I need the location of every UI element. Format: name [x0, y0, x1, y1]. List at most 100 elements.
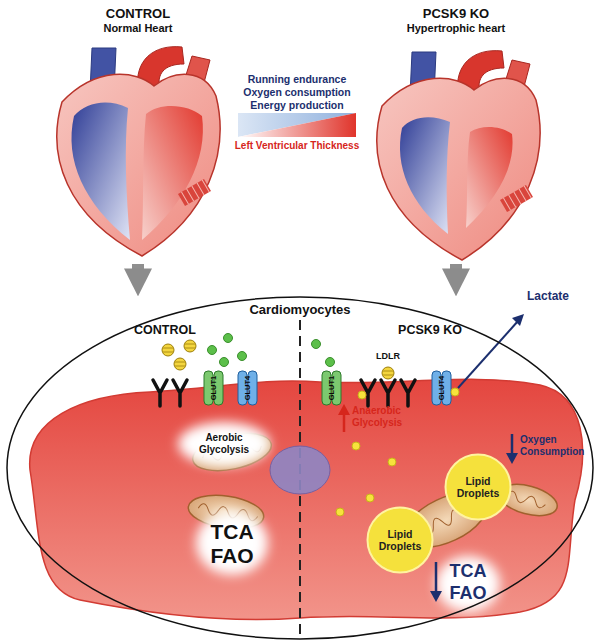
lactate-arrow [458, 321, 518, 388]
trend-arrow [506, 453, 518, 464]
ldl-particle [185, 344, 195, 348]
droplet-shape [368, 508, 433, 573]
normal-heart [142, 106, 203, 240]
hypertrophic-heart [400, 117, 450, 234]
hypertrophic-heart [503, 186, 531, 210]
pathway-label: Anaerobic Glycolysis [352, 405, 414, 429]
ldl-particle [174, 358, 186, 370]
transporter-label: GLUT1 [328, 376, 336, 401]
trend-arrow [338, 404, 350, 415]
cell-ellipse: CardiomyocytesLipid DropletsLipid Drople… [6, 296, 594, 640]
ldl-particle [162, 340, 394, 379]
glucose-dot [220, 358, 229, 367]
gradient-wedge [238, 113, 356, 137]
lipid-dot [388, 458, 396, 466]
lipid-droplet: Lipid Droplets [366, 506, 434, 574]
hypertrophic-heart [377, 51, 540, 260]
hypertrophic-heart [377, 78, 540, 260]
ldl-particle [162, 344, 174, 356]
glucose-dot [238, 352, 247, 361]
node-heading: CONTROL [40, 6, 236, 22]
node-heading: Cardiomyocytes [6, 302, 594, 318]
hypertrophic-heart [466, 127, 513, 228]
lipid-dot [352, 442, 360, 450]
ldl-particle [175, 362, 185, 366]
hypertrophic-heart [500, 185, 533, 212]
cardiomyocyte-cell [30, 379, 583, 619]
normal-heart [57, 47, 220, 256]
ldl-particle [184, 340, 196, 352]
transporter-symbol [204, 371, 451, 405]
receptor-symbol [153, 380, 167, 406]
ldl-particle [163, 348, 173, 352]
lipid-dot [358, 391, 366, 399]
glucose-dot [208, 334, 335, 367]
nucleus [270, 446, 330, 494]
glow [196, 511, 268, 575]
group-heading: PCSK9 KO [398, 323, 462, 338]
ldl-particle [184, 340, 196, 352]
ellipse-outline [6, 296, 594, 640]
flow-arrow [132, 264, 144, 274]
normal-heart [181, 180, 209, 204]
trend-arrow [435, 562, 438, 592]
ldl-particle [382, 367, 394, 379]
trend-arrow [338, 404, 518, 602]
ldl-particle [382, 367, 394, 379]
glucose-dot [224, 334, 233, 343]
heart-panel: PCSK9 KOHypertrophic heart [358, 4, 554, 262]
axis-label: Oxygen consumption [243, 86, 350, 99]
droplet-shape [446, 455, 511, 520]
glow [436, 556, 500, 612]
flow-arrow [450, 264, 462, 274]
lipid-dot [336, 508, 344, 516]
pathway-label: FAO [210, 543, 253, 568]
receptor-symbol [381, 380, 395, 406]
glow [178, 422, 270, 466]
transporter-label: GLUT1 [210, 376, 218, 401]
ldl-particle [383, 371, 393, 375]
pathway-label: Oxygen Consumption [520, 434, 592, 458]
trend-arrow [343, 414, 346, 432]
heart-panel: CONTROLNormal Heart [40, 4, 236, 262]
glucose-dot [312, 340, 321, 349]
axis-label: Running endurance [248, 73, 347, 86]
lactate-arrow [512, 314, 524, 326]
pathway-label: Aerobic Glycolysis [192, 432, 256, 456]
lipid-droplet: Lipid Droplets [444, 453, 512, 521]
receptor-symbol [173, 380, 187, 406]
pathway-label: TCA [450, 561, 487, 583]
group-heading: CONTROL [134, 323, 196, 338]
node-heading: Lipid Droplets [374, 528, 426, 552]
pathway-label: FAO [449, 583, 486, 605]
node-subheading: Hypertrophic heart [358, 22, 554, 35]
trend-arrow [511, 434, 514, 454]
lipid-dot [451, 388, 459, 396]
glucose-dot [326, 358, 335, 367]
node-subheading: Normal Heart [40, 22, 236, 35]
pathway-label: TCA [210, 519, 253, 544]
node-heading: PCSK9 KO [358, 6, 554, 22]
receptor-symbol [401, 380, 415, 406]
transporter-label: GLUT4 [244, 376, 252, 401]
axis-label: Energy production [250, 99, 343, 112]
ldl-particle [174, 358, 186, 370]
ldl-particle [162, 344, 174, 356]
lipid-dot [366, 494, 374, 502]
normal-heart [178, 179, 211, 206]
axis-label: Left Ventricular Thickness [235, 140, 360, 152]
normal-heart [178, 179, 211, 206]
gradient-wedge [238, 113, 356, 137]
metabolite-label: Lactate [527, 289, 569, 303]
cardiomyocyte-cell [30, 379, 583, 619]
mitochondrion [506, 490, 547, 509]
transporter-label: GLUT4 [438, 376, 446, 401]
receptor-label: LDLR [376, 351, 400, 362]
lipid-dot [336, 388, 459, 516]
hypertrophic-heart [500, 185, 533, 212]
normal-heart [57, 74, 220, 256]
receptor-symbol [153, 380, 415, 406]
node-heading: Lipid Droplets [452, 475, 504, 499]
trend-arrow [430, 591, 442, 602]
normal-heart [71, 102, 130, 240]
